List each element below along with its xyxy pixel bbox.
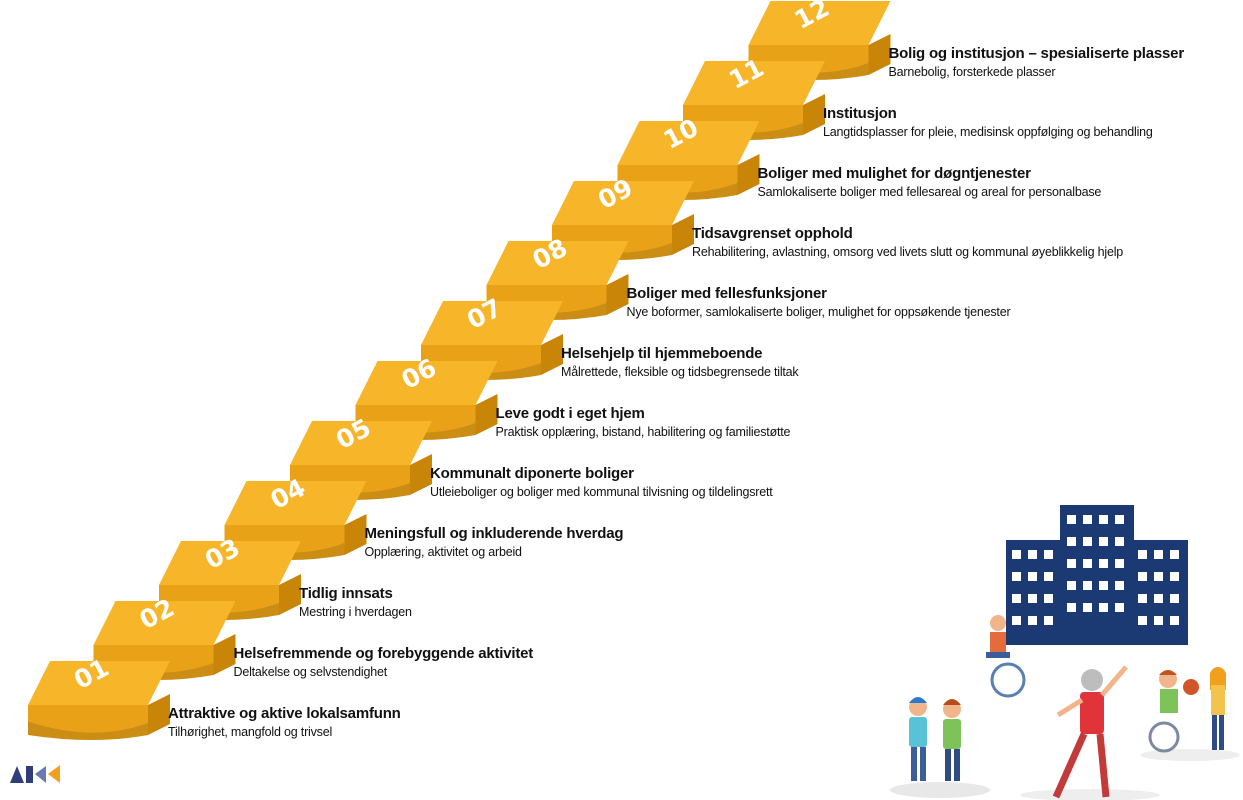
step-title: Helsehjelp til hjemmeboende — [561, 345, 763, 362]
step-caption-12: Bolig og institusjon – spesialiserte pla… — [888, 45, 1185, 79]
step-subtitle: Mestring i hverdagen — [299, 605, 412, 619]
step-subtitle: Deltakelse og selvstendighet — [233, 665, 388, 679]
step-title: Meningsfull og inkluderende hverdag — [364, 525, 624, 542]
step-subtitle: Praktisk opplæring, bistand, habiliterin… — [495, 425, 791, 439]
step-title: Bolig og institusjon – spesialiserte pla… — [888, 45, 1185, 62]
step-subtitle: Barnebolig, forsterkede plasser — [888, 65, 1056, 79]
step-title: Tidlig innsats — [299, 585, 393, 602]
step-subtitle: Utleieboliger og boliger med kommunal ti… — [430, 485, 773, 499]
step-title: Tidsavgrenset opphold — [692, 225, 853, 242]
step-subtitle: Tilhørighet, mangfold og trivsel — [168, 725, 333, 739]
step-01: 01 — [28, 653, 170, 740]
people-building-icon — [890, 505, 1240, 800]
step-title: Institusjon — [823, 105, 897, 122]
step-subtitle: Langtidsplasser for pleie, medisinsk opp… — [823, 125, 1153, 139]
step-subtitle: Opplæring, aktivitet og arbeid — [364, 545, 522, 559]
step-title: Leve godt i eget hjem — [495, 405, 645, 422]
step-title: Attraktive og aktive lokalsamfunn — [168, 705, 401, 722]
step-subtitle: Nye boformer, samlokaliserte boliger, mu… — [626, 305, 1011, 319]
ks-logo-icon — [10, 765, 60, 783]
step-title: Helsefremmende og forebyggende aktivitet — [233, 645, 534, 662]
step-subtitle: Målrettede, fleksible og tidsbegrensede … — [561, 365, 799, 379]
step-title: Boliger med mulighet for døgntjenester — [757, 165, 1031, 182]
step-title: Kommunalt diponerte boliger — [430, 465, 634, 482]
step-caption-02: Helsefremmende og forebyggende aktivitet… — [234, 645, 534, 679]
step-subtitle: Samlokaliserte boliger med fellesareal o… — [757, 185, 1102, 199]
step-subtitle: Rehabilitering, avlastning, omsorg ved l… — [692, 245, 1124, 259]
step-title: Boliger med fellesfunksjoner — [626, 285, 827, 302]
